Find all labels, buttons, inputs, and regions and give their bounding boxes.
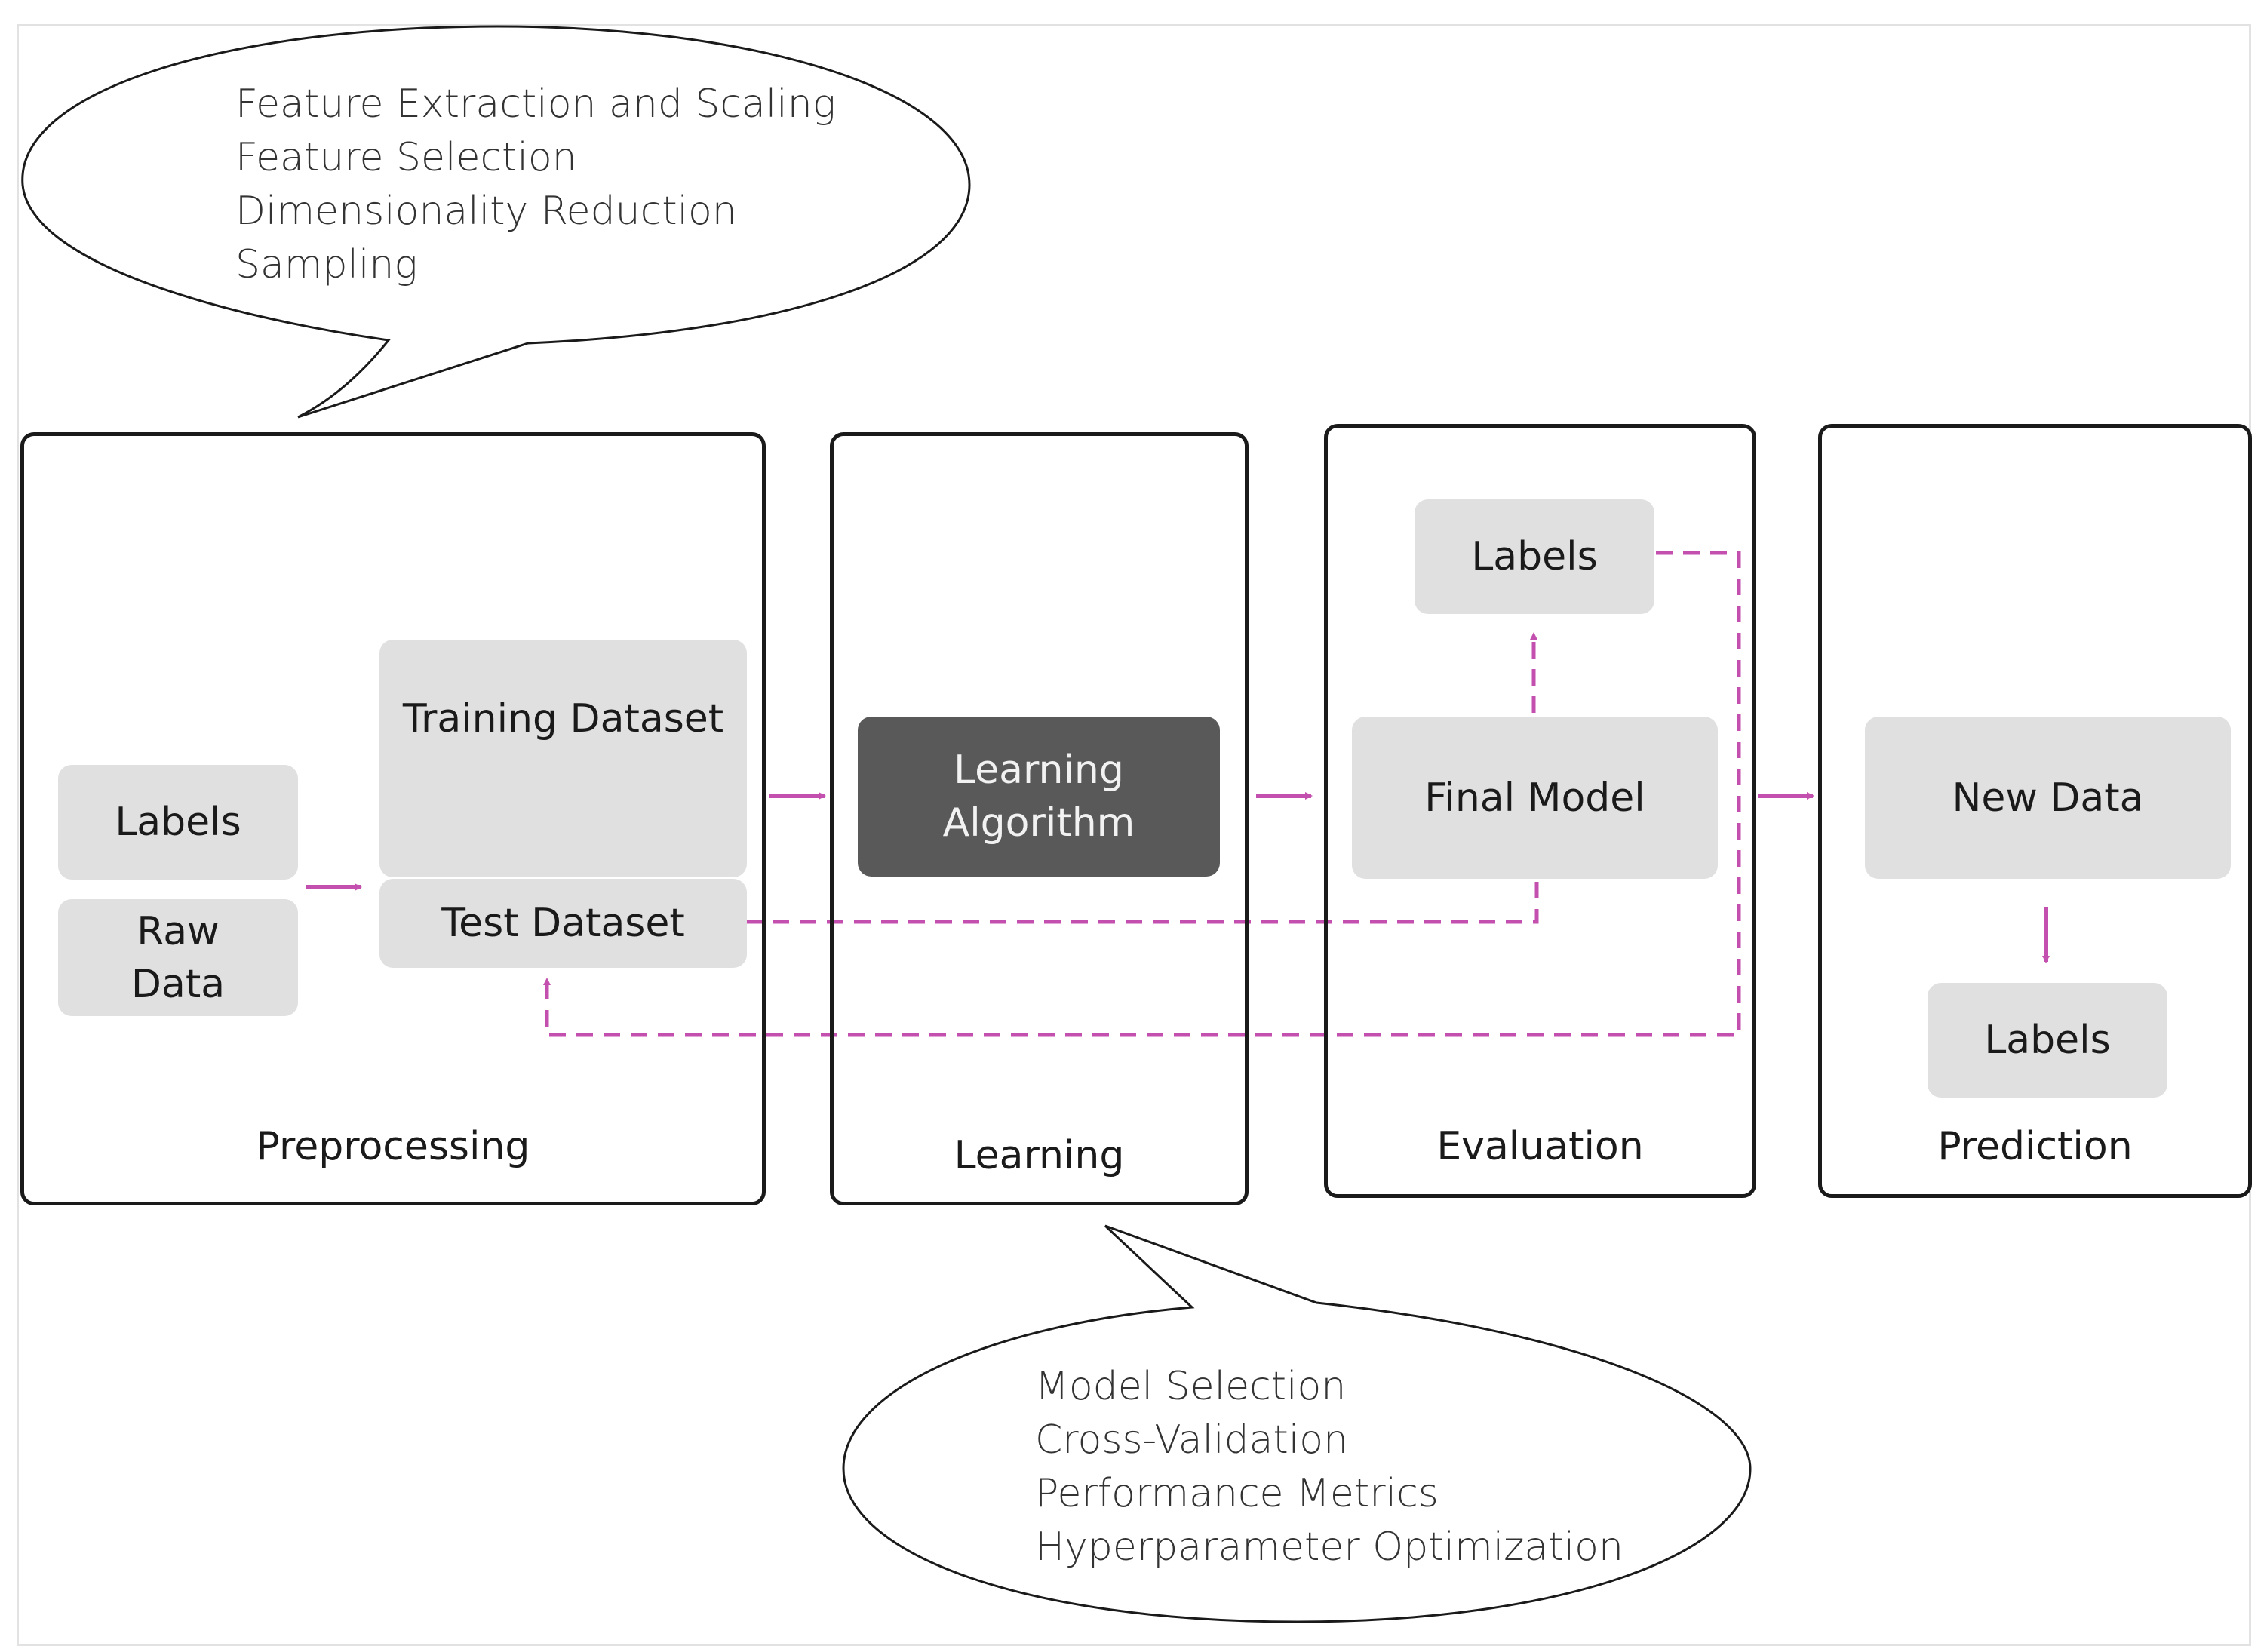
evaluation-stage: [1324, 424, 1756, 1198]
bubble-line: Model Selection: [1035, 1364, 1347, 1409]
training-dataset-node: Training Dataset: [379, 640, 747, 877]
learning-stage: [830, 432, 1249, 1205]
bubble-line: Cross-Validation: [1035, 1417, 1349, 1463]
learning-algorithm-node: Learning Algorithm: [858, 717, 1220, 877]
bubble-line: Dimensionality Reduction: [235, 189, 737, 234]
bubble-line: Performance Metrics: [1035, 1471, 1439, 1516]
labels-node: Labels: [58, 765, 298, 880]
dashed-testdataset-to-finalmodel: [745, 879, 1539, 924]
prediction-title: Prediction: [1937, 1124, 2133, 1169]
preprocessing-bubble-text: Feature Extraction and Scaling Feature S…: [235, 78, 836, 292]
prediction-stage: [1818, 424, 2252, 1198]
final-model-node: Final Model: [1352, 717, 1718, 879]
evaluation-title: Evaluation: [1436, 1124, 1644, 1169]
learning-title: Learning: [954, 1133, 1125, 1178]
new-data-node: New Data: [1865, 717, 2231, 879]
bubble-line: Feature Selection: [235, 135, 577, 180]
bubble-line: Hyperparameter Optimization: [1035, 1525, 1623, 1570]
preprocessing-speech-bubble: [21, 25, 971, 419]
test-dataset-node: Test Dataset: [379, 879, 747, 968]
learning-speech-bubble: [842, 1224, 1752, 1623]
bubble-line: Feature Extraction and Scaling: [235, 81, 836, 127]
raw-data-node: Raw Data: [58, 899, 298, 1016]
evaluation-labels-node: Labels: [1415, 499, 1654, 614]
preprocessing-title: Preprocessing: [256, 1124, 530, 1169]
dashed-labels-to-testdataset: [543, 551, 1741, 1037]
prediction-labels-node: Labels: [1928, 983, 2167, 1098]
learning-bubble-text: Model Selection Cross-Validation Perform…: [1035, 1360, 1623, 1574]
preprocessing-stage: [20, 432, 766, 1205]
bubble-line: Sampling: [235, 242, 418, 287]
